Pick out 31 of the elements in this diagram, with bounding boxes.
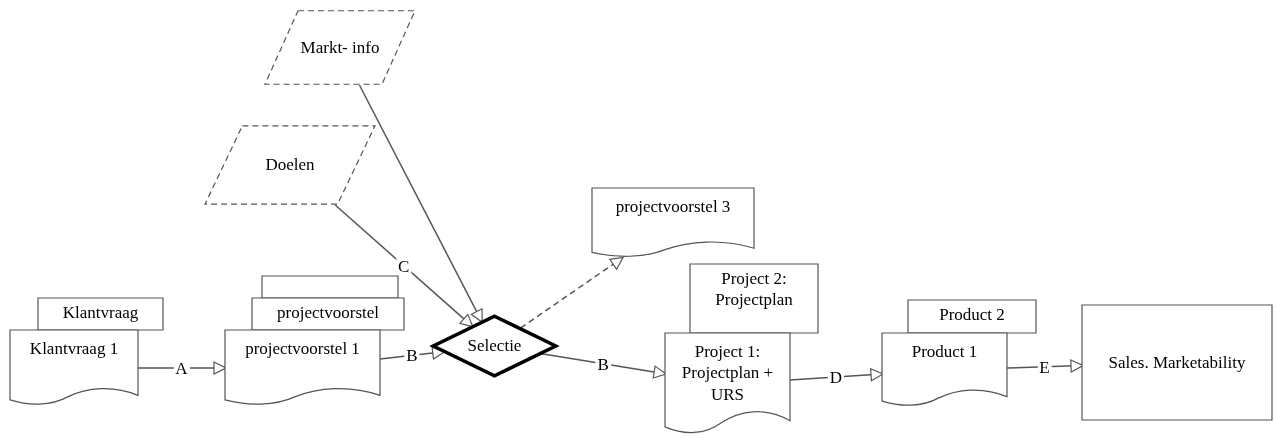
node-label: Project 1: Projectplan + URS [680, 341, 775, 405]
node-label: projectvoorstel [277, 302, 379, 324]
node-label: Markt- info [300, 36, 380, 59]
arrow [358, 84, 483, 323]
process-box [1082, 305, 1272, 420]
document-shape [592, 188, 754, 258]
process-box [38, 298, 163, 330]
node-label: Project 2: Projectplan [714, 268, 794, 311]
node-label: projectvoorstel 1 [245, 338, 360, 360]
edge-label: C [395, 257, 412, 275]
node-label: Sales. Marketability [1108, 351, 1246, 374]
document-shape [225, 330, 380, 406]
node-label: Product 1 [911, 341, 978, 363]
node-label: projectvoorstel 3 [615, 196, 731, 218]
process-box [252, 298, 404, 330]
node-label: Klantvraag 1 [29, 338, 119, 360]
arrow [519, 256, 624, 329]
data-parallelogram [205, 125, 375, 205]
node-label: Klantvraag [62, 302, 139, 324]
process-box [690, 264, 818, 333]
process-box [908, 300, 1036, 333]
arrow [334, 204, 474, 328]
document-shape [882, 333, 1007, 407]
stacked-box [262, 276, 398, 298]
decision-diamond [432, 315, 557, 377]
node-label: Selectie [467, 335, 522, 357]
document-shape [665, 333, 790, 435]
node-label: Product 2 [939, 304, 1005, 326]
node-label: Doelen [265, 154, 315, 176]
document-shape [10, 330, 138, 406]
data-parallelogram [265, 10, 415, 85]
